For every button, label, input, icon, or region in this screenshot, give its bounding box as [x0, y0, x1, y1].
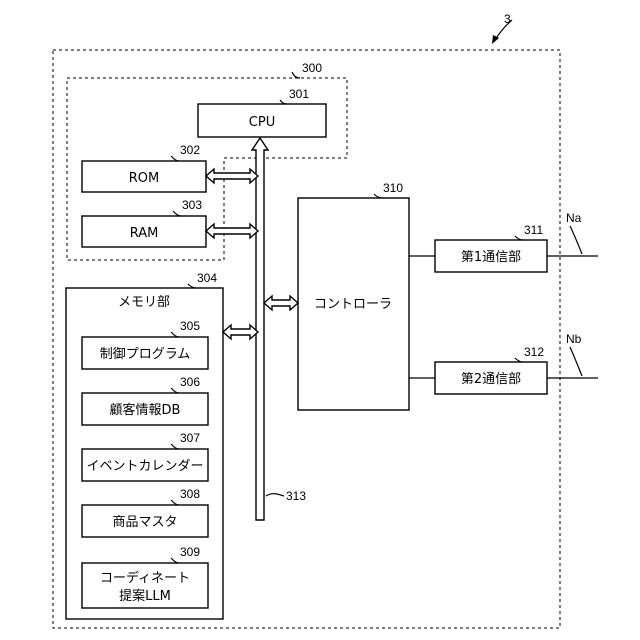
customer-db-label: 顧客情報DB [110, 402, 181, 418]
product-master-ref: 308 [180, 487, 200, 501]
network-na-leader [570, 226, 582, 254]
coordinate-llm-ref: 309 [180, 545, 200, 559]
rom-ref: 302 [180, 143, 200, 157]
controller-label: コントローラ [314, 297, 392, 312]
ram-bus-arrow [206, 224, 258, 238]
comm2-label: 第2通信部 [461, 372, 521, 387]
cpu-label: CPU [249, 115, 275, 130]
event-calendar-label: イベントカレンダー [86, 459, 203, 474]
coordinate-llm-label-1: コーディネート [100, 570, 190, 586]
cpu-group-leader [292, 72, 300, 78]
product-master-label: 商品マスタ [112, 515, 177, 530]
ram-label: RAM [130, 226, 159, 241]
ram-ref: 303 [182, 198, 202, 212]
bus-leader [266, 494, 284, 496]
control-program-ref: 305 [180, 319, 200, 333]
controller-bus-arrow [264, 296, 298, 310]
memory-ref: 304 [197, 271, 217, 285]
cpu-ref: 301 [289, 87, 309, 101]
ram-leader [173, 211, 181, 216]
rom-label: ROM [129, 171, 159, 186]
rom-bus-arrow [206, 169, 258, 183]
bus-ref: 313 [286, 489, 306, 503]
comm2-ref: 312 [524, 345, 544, 359]
customer-db-ref: 306 [180, 375, 200, 389]
coordinate-llm-label-2: 提案LLM [119, 588, 171, 604]
network-nb-label: Nb [566, 332, 582, 346]
cpu-group-ref: 300 [302, 61, 322, 75]
event-calendar-ref: 307 [180, 431, 200, 445]
controller-ref: 310 [383, 181, 403, 195]
memory-label: メモリ部 [118, 295, 170, 310]
comm1-ref: 311 [524, 223, 543, 237]
rom-leader [171, 156, 179, 161]
network-na-label: Na [566, 211, 582, 225]
memory-bus-arrow [223, 325, 258, 339]
network-nb-leader [570, 347, 582, 376]
comm1-label: 第1通信部 [461, 250, 521, 265]
control-program-label: 制御プログラム [100, 347, 191, 362]
